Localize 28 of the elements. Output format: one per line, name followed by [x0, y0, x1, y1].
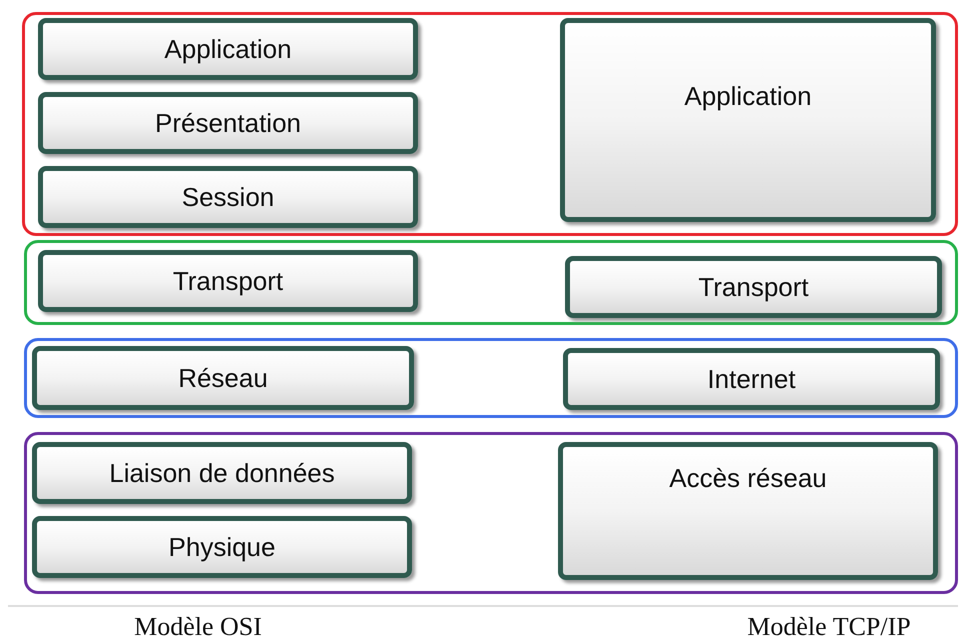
model-caption: Modèle OSI [134, 612, 262, 642]
layer-box [32, 442, 412, 504]
layer-label: Présentation [155, 108, 301, 138]
layer-box [38, 18, 418, 80]
layer-box [565, 256, 942, 318]
layer-label: Internet [707, 364, 796, 394]
layer-group-band [24, 338, 958, 418]
layer-label: Liaison de données [109, 458, 335, 488]
layer-box [563, 348, 940, 410]
layer-box [560, 18, 936, 222]
model-caption: Modèle TCP/IP [747, 612, 911, 642]
layer-group-band [24, 240, 958, 325]
layer-group-band [24, 432, 958, 594]
layer-label: Application [684, 81, 812, 112]
layer-box [38, 92, 418, 154]
layer-label: Transport [698, 272, 809, 302]
layer-box [32, 516, 412, 578]
layer-label: Physique [168, 532, 276, 562]
layer-group-band [22, 12, 958, 236]
layer-box [558, 442, 938, 580]
layer-box [38, 166, 418, 228]
layer-label: Accès réseau [669, 463, 827, 494]
layer-box [32, 346, 414, 410]
layer-label: Session [182, 182, 274, 212]
layer-label: Transport [172, 266, 284, 296]
layer-label: Réseau [178, 362, 268, 394]
layer-box [38, 250, 418, 312]
layer-label: Application [164, 34, 292, 64]
